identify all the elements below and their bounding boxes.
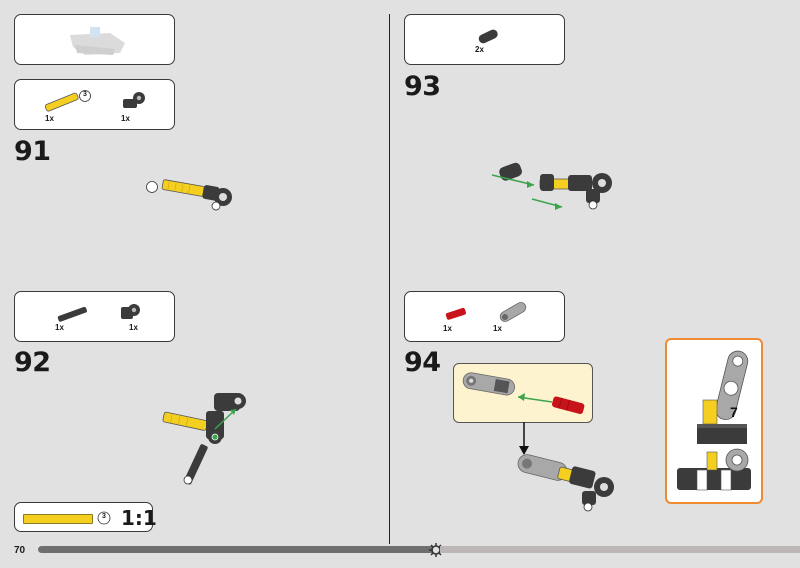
- previous-model-image: [70, 27, 125, 55]
- progress-bar-left: [38, 546, 433, 553]
- step-number-91: 91: [14, 136, 51, 167]
- yellow-axle-scale-bar: [23, 514, 93, 524]
- scale-badge-number: 3: [102, 513, 106, 520]
- step-92-assembly-image: [162, 393, 246, 485]
- zoom-detail-box: 7: [665, 338, 763, 504]
- step-93-parts-callout: 2x: [404, 14, 565, 65]
- scale-badge-circle: [97, 511, 111, 525]
- scale-guide-box: 3 1:1: [14, 502, 157, 532]
- step-91-assembly-image: [146, 179, 232, 211]
- step-94-part-1-qty: 1x: [443, 324, 452, 333]
- gear-icon: [429, 543, 443, 557]
- zoom-detail-label: 7: [730, 404, 738, 420]
- pin-connector-part-icon: [121, 304, 140, 319]
- sub-assembly-arrow: [519, 422, 529, 455]
- previous-model-callout: [14, 14, 175, 65]
- step-91-part-1-qty: 1x: [45, 114, 54, 123]
- step-93-part-1-qty: 2x: [475, 45, 484, 54]
- yellow-axle-length-badge: 3: [83, 91, 87, 98]
- step-92-parts-callout: 1x 1x: [14, 291, 175, 342]
- page-number: 70: [14, 545, 26, 556]
- step-91-parts-callout: 3 1x 1x: [14, 79, 175, 130]
- sub-assembly-image: [462, 372, 585, 415]
- grey-connector-part-icon: [499, 302, 527, 322]
- scale-label: 1:1: [121, 506, 157, 530]
- step-94-assembly-image: [517, 454, 614, 512]
- step-number-92: 92: [14, 347, 51, 378]
- step-94-part-2-qty: 1x: [493, 324, 502, 333]
- step-92-part-1-qty: 1x: [55, 323, 64, 332]
- step-94-parts-callout: 1x 1x: [404, 291, 565, 342]
- step-93-assembly-image: [491, 162, 612, 210]
- yellow-axle-part-icon: [44, 90, 91, 112]
- red-axle-part-icon: [445, 307, 466, 320]
- dark-axle-part-icon: [57, 306, 87, 322]
- step-number-94: 94: [404, 347, 441, 378]
- step-number-93: 93: [404, 71, 441, 102]
- page-divider: [389, 14, 390, 544]
- axle-connector-part-icon: [123, 92, 145, 108]
- step-94-sub-assembly-box: [453, 363, 593, 423]
- zoom-detail-image: [677, 350, 751, 491]
- step-92-part-2-qty: 1x: [129, 323, 138, 332]
- progress-bar-right: [440, 546, 800, 553]
- step-91-part-2-qty: 1x: [121, 114, 130, 123]
- beam-connector-part-icon: [478, 29, 498, 44]
